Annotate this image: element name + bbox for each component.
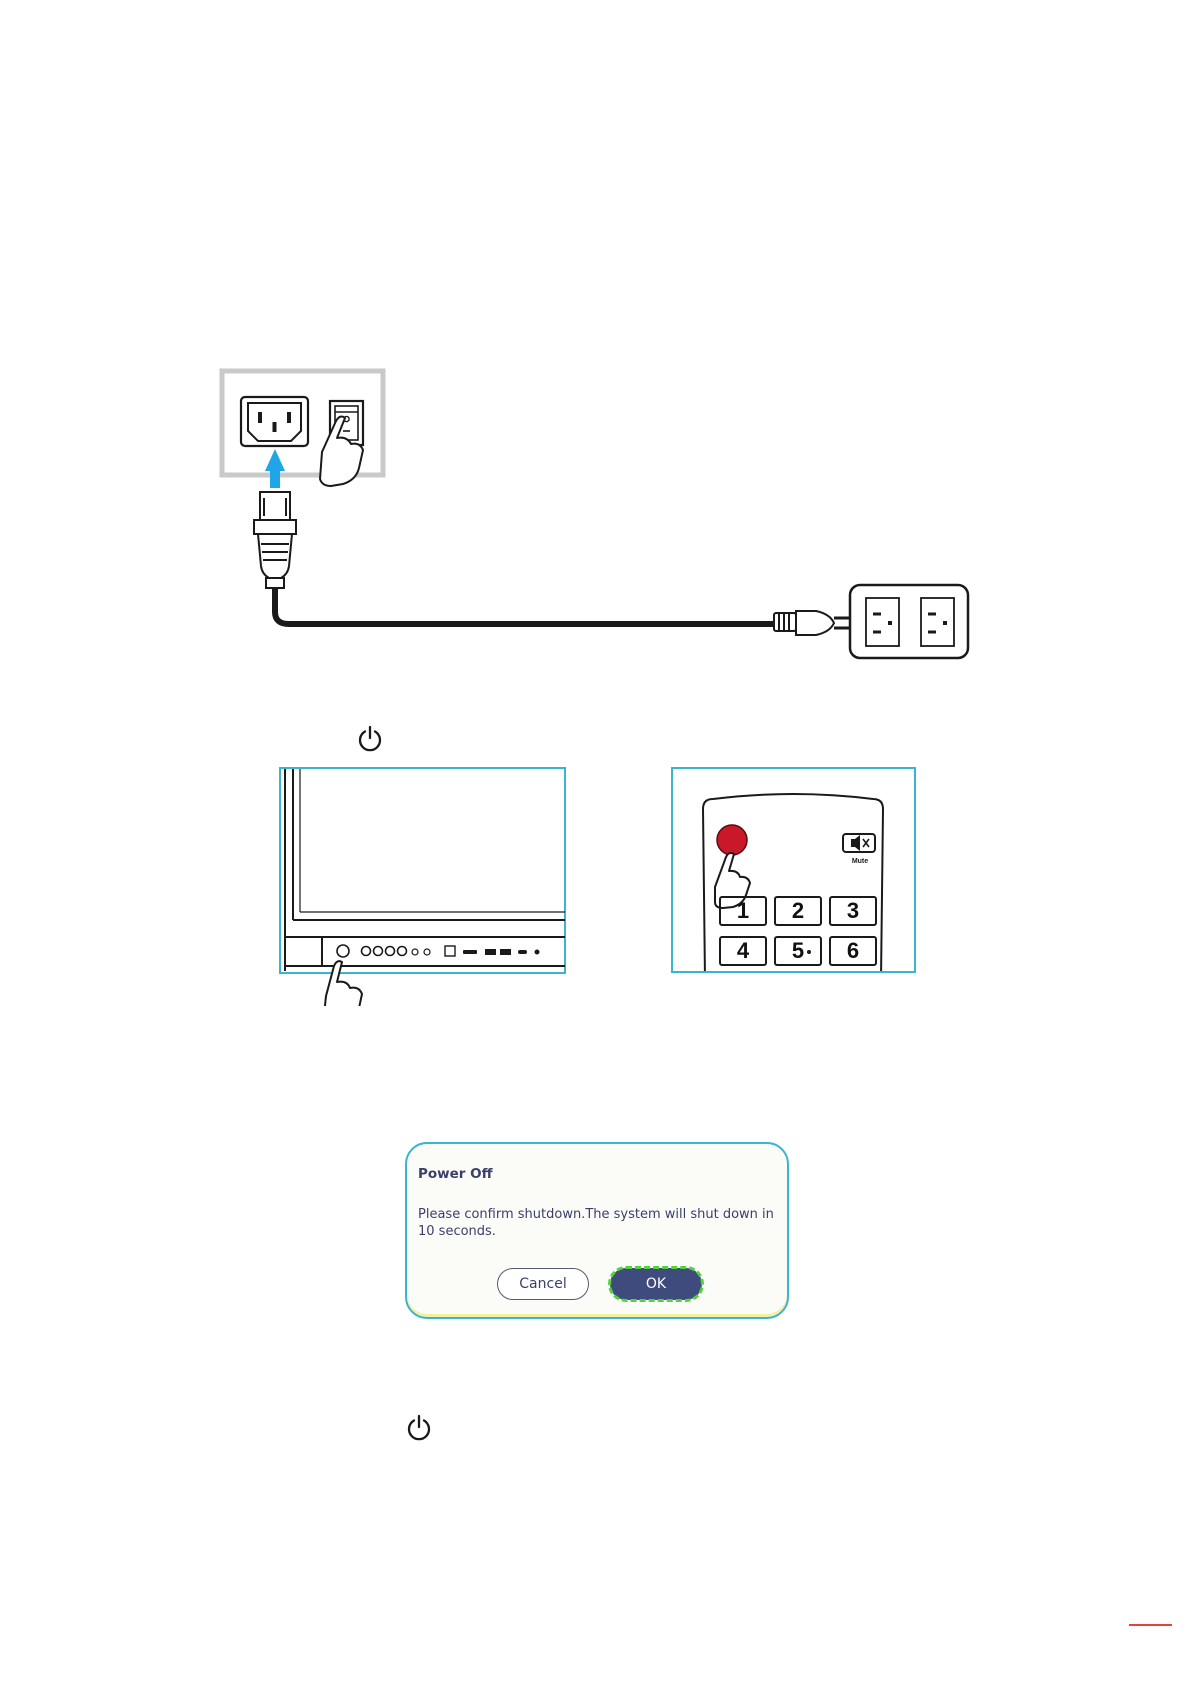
mute-label: Mute bbox=[845, 858, 875, 865]
cancel-button[interactable]: Cancel bbox=[497, 1268, 589, 1300]
mains-plug bbox=[774, 611, 856, 635]
power-cable bbox=[275, 588, 780, 624]
keypad-key-4[interactable]: 4 bbox=[719, 936, 767, 966]
page-footer-accent bbox=[1129, 1624, 1172, 1626]
keypad-key-6[interactable]: 6 bbox=[829, 936, 877, 966]
ac-inlet-socket bbox=[241, 397, 308, 446]
dialog-title: Power Off bbox=[418, 1166, 493, 1182]
ok-button[interactable]: OK bbox=[610, 1268, 702, 1300]
power-off-dialog: Power Off Please confirm shutdown.The sy… bbox=[405, 1142, 789, 1319]
power-icon bbox=[406, 1414, 432, 1442]
keypad-key-1[interactable]: 1 bbox=[719, 896, 767, 926]
front-power-button bbox=[337, 945, 349, 957]
dialog-message: Please confirm shutdown.The system will … bbox=[418, 1206, 778, 1240]
power-connection-illustration bbox=[210, 365, 990, 665]
keypad-key-2[interactable]: 2 bbox=[774, 896, 822, 926]
power-icon bbox=[357, 725, 383, 753]
remote-control-illustration: Mute 1 2 3 4 5 6 bbox=[671, 767, 916, 973]
wall-outlet-icon bbox=[850, 585, 968, 658]
key-5-dot bbox=[807, 950, 811, 954]
keypad-key-5[interactable]: 5 bbox=[774, 936, 822, 966]
remote-power-button bbox=[717, 825, 747, 855]
keypad-key-3[interactable]: 3 bbox=[829, 896, 877, 926]
display-front-panel-illustration bbox=[278, 766, 578, 1006]
power-plug-icon bbox=[254, 492, 296, 588]
